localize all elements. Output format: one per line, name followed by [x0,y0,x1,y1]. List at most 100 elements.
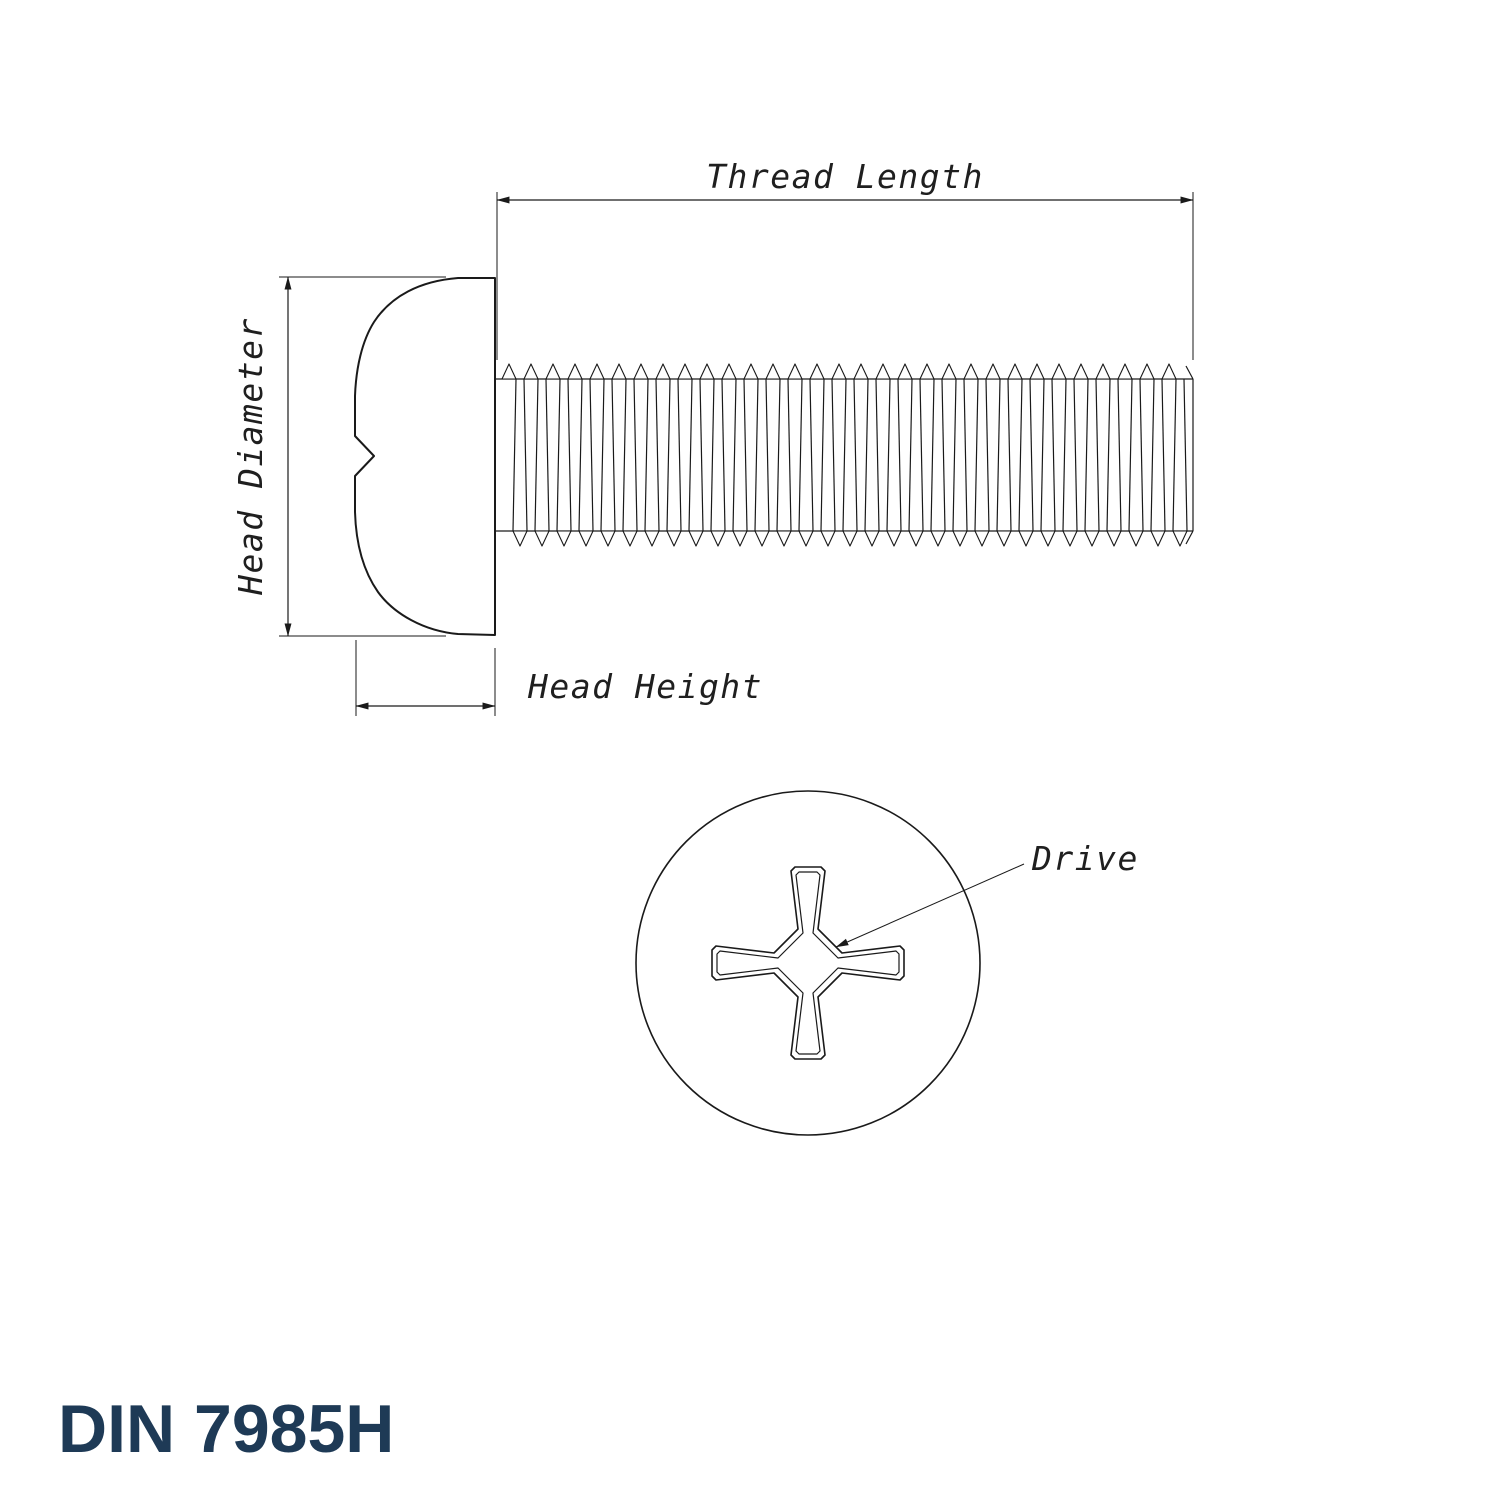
thread-tooth [1139,378,1144,532]
thread-tooth [952,530,968,547]
thread-tooth [1051,363,1067,380]
thread-tooth [545,363,561,380]
thread-length-label: Thread Length [706,157,984,196]
thread-tooth [952,378,957,532]
thread-tooth [688,378,693,532]
thread-tooth [1128,530,1144,547]
thread-tooth [1106,530,1122,547]
thread-tooth [853,378,858,532]
thread-tooth [501,363,517,380]
head-diameter-dimension: Head Diameter [231,276,446,637]
thread-tooth [567,378,572,532]
thread-tooth [688,530,704,547]
thread-tooth [1117,378,1122,532]
screw-top-view: Drive [635,790,1139,1136]
thread-tooth [1183,378,1188,532]
thread-tooth [831,363,847,380]
thread-tooth [930,530,946,547]
thread-tooth [974,378,979,532]
drawing-title: DIN 7985H [58,1391,394,1467]
thread-tooth [897,363,913,380]
thread-tooth [919,363,935,380]
thread-tooth [974,530,990,547]
thread-tooth [1073,378,1078,532]
thread-tooth [754,378,759,532]
thread-tooth [1062,530,1078,547]
thread-tooth [809,363,825,380]
thread-tooth [1007,378,1012,532]
thread-tooth [1084,530,1100,547]
thread-tooth [842,378,847,532]
thread-tooth [831,378,836,532]
head-circle [635,790,981,1136]
thread-tooth [820,378,825,532]
screw-side-view [354,277,1194,636]
leader-line [835,863,1025,948]
thread-tooth [1150,530,1166,547]
thread-tooth [666,530,682,547]
thread-tooth [1139,363,1155,380]
thread-tooth [589,363,605,380]
thread-tooth [1128,378,1133,532]
thread-tooth [985,378,990,532]
thread-tooth [886,378,891,532]
thread-tooth [919,378,924,532]
thread-tooth [985,363,1001,380]
thread-tooth [545,378,550,532]
thread-tooth [963,378,968,532]
drive-callout: Drive [835,839,1139,948]
phillips-drive-inner [716,871,900,1055]
thread-tooth [996,530,1012,547]
thread-tooth [1018,530,1034,547]
thread-tooth [1161,363,1177,380]
thread-tooth [677,363,693,380]
thread-tooth [622,378,627,532]
thread-tooth [1150,378,1155,532]
thread-tooth [721,363,737,380]
thread-tooth [1051,378,1056,532]
thread-tooth [820,530,836,547]
thread-tooth [1172,378,1177,532]
thread-tooth [886,530,902,547]
thread-tooth [908,378,913,532]
thread-tooth [1007,363,1023,380]
head-diameter-label: Head Diameter [231,317,270,596]
thread-tooth [798,378,803,532]
thread-tooth [732,530,748,547]
thread-tooth [677,378,682,532]
thread-tooth [721,378,726,532]
thread-tooth [512,530,528,547]
thread-tooth [941,378,946,532]
thread-tooth [1084,378,1089,532]
thread-tooth [1073,363,1089,380]
phillips-drive-outer [711,866,905,1060]
head-height-dimension: Head Height [355,640,763,716]
thread-tooth [523,378,528,532]
thread-tooth [743,378,748,532]
head-height-label: Head Height [527,667,763,706]
thread-tooth [622,530,638,547]
thread-tooth [1062,378,1067,532]
thread-tooth [1172,530,1188,547]
thread-tooth [963,363,979,380]
thread-tooth [930,378,935,532]
thread-tooth [1106,378,1111,532]
thread-tooth [1029,363,1045,380]
thread-tooth [633,363,649,380]
thread-tooth [1161,378,1166,532]
thread-tooth [908,530,924,547]
thread-tooth [556,530,572,547]
thread-tooth [1029,378,1034,532]
thread-tooth [655,363,671,380]
thread-tooth [699,378,704,532]
thread-tooth [611,378,616,532]
thread-tooth [1095,378,1100,532]
thread-tooth [875,363,891,380]
thread-end [1185,365,1194,545]
drive-label: Drive [1031,839,1139,878]
thread-tooth [776,378,781,532]
thread-tooth [600,378,605,532]
thread-tooth [765,363,781,380]
thread-tooth [1117,363,1133,380]
thread-tooth [633,378,638,532]
